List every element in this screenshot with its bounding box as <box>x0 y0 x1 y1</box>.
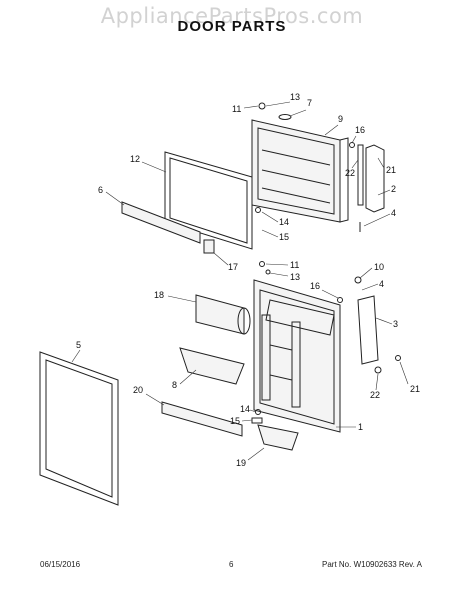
callout-label: 20 <box>133 385 143 395</box>
callout-label: 14 <box>279 217 289 227</box>
footer-part-number: Part No. W10902633 Rev. A <box>322 560 422 569</box>
callout-label: 17 <box>228 262 238 272</box>
callout-label: 16 <box>355 125 365 135</box>
page-title: DOOR PARTS <box>177 18 287 35</box>
callout-label: 1 <box>358 422 363 432</box>
callout-label: 4 <box>391 208 396 218</box>
callout-label: 4 <box>379 279 384 289</box>
watermark: AppliancePartsPros.com <box>100 4 364 28</box>
freezer-handle <box>357 144 364 206</box>
callout-label: 22 <box>345 168 355 178</box>
callout-label: 15 <box>279 232 289 242</box>
callout-label: 14 <box>240 404 250 414</box>
callout-label: 21 <box>410 384 420 394</box>
freezer-door-shelf <box>121 201 201 244</box>
callout-label: 21 <box>386 165 396 175</box>
callout-label: 16 <box>310 281 320 291</box>
callout-label: 9 <box>338 114 343 124</box>
callout-label: 10 <box>374 262 384 272</box>
callout-label: 13 <box>290 272 300 282</box>
callout-label: 6 <box>98 185 103 195</box>
callout-label: 15 <box>230 416 240 426</box>
fresh-food-door-panel <box>253 279 341 433</box>
callout-label: 13 <box>290 92 300 102</box>
callout-labels: 11 13 7 9 16 12 6 21 22 2 14 15 17 4 18 … <box>71 92 420 468</box>
callout-label: 19 <box>236 458 246 468</box>
fresh-food-gasket <box>39 351 119 506</box>
hinge-cover <box>278 114 292 120</box>
door-bin <box>179 347 245 385</box>
callout-label: 3 <box>393 319 398 329</box>
callout-label: 12 <box>130 154 140 164</box>
callout-label: 8 <box>172 380 177 390</box>
freezer-gasket <box>164 151 253 250</box>
dairy-door <box>195 294 245 335</box>
hinge-screw <box>258 102 266 110</box>
freezer-door-assembly <box>251 102 385 232</box>
footer-date: 06/15/2016 <box>40 560 81 569</box>
callout-label: 22 <box>370 390 380 400</box>
fresh-food-door-shelf <box>161 401 243 437</box>
callout-label: 11 <box>232 104 241 114</box>
fresh-food-door-assembly <box>253 261 401 433</box>
callout-label: 18 <box>154 290 164 300</box>
callout-label: 11 <box>290 260 299 270</box>
freezer-door-liner <box>257 127 335 215</box>
callout-label: 5 <box>76 340 81 350</box>
small-door-bin <box>257 424 299 451</box>
callout-label: 7 <box>307 98 312 108</box>
footer-page-number: 6 <box>229 560 234 569</box>
fresh-food-handle <box>357 295 379 365</box>
shelf-clip <box>203 239 215 254</box>
callout-label: 2 <box>391 184 396 194</box>
